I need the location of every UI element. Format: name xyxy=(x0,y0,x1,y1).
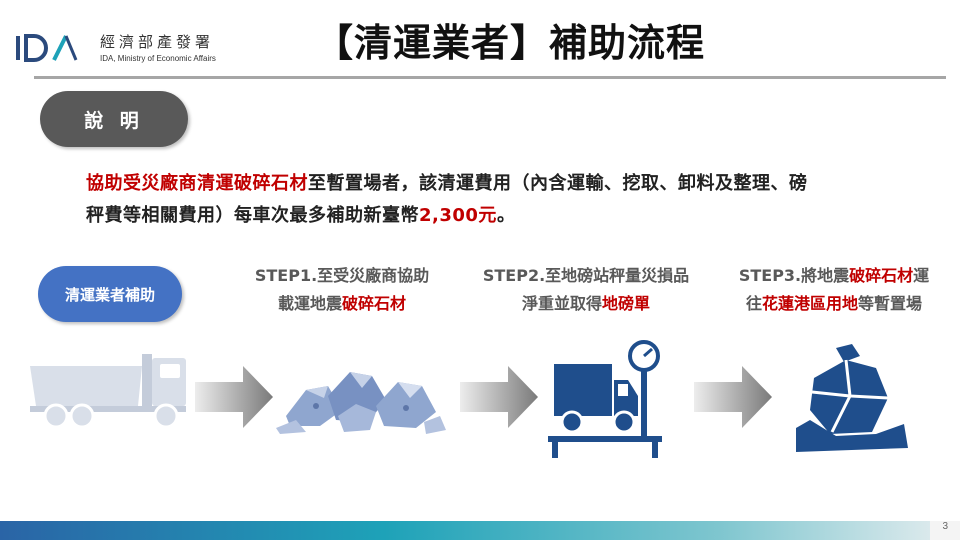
step-2-line2a: 淨重並取得 xyxy=(521,294,602,313)
step-3-text: STEP3.將地震破碎石材運 往花蓮港區用地等暫置場 xyxy=(714,262,954,318)
step-3-line1a: STEP3.將地震 xyxy=(738,266,850,285)
desc-highlight-1: 協助受災廠商清運破碎石材 xyxy=(86,173,308,194)
weigh-station-icon xyxy=(548,340,662,458)
step-1-line2a: 載運地震 xyxy=(277,294,342,313)
step-3-highlight-1: 破碎石材 xyxy=(849,266,914,285)
boulder-icon xyxy=(796,344,908,452)
step-1-highlight: 破碎石材 xyxy=(342,294,407,313)
step-1-text: STEP1.至受災廠商協助 載運地震破碎石材 xyxy=(222,262,462,318)
arrow-right-icon xyxy=(195,366,273,428)
desc-amount: 2,300元 xyxy=(419,205,497,226)
step-3-highlight-2: 花蓮港區用地 xyxy=(761,294,858,313)
arrow-right-icon-2 xyxy=(460,366,538,428)
bottom-bar-right xyxy=(930,521,960,540)
logo-name: 經濟部產發署 xyxy=(100,33,215,51)
rubble-icon xyxy=(276,372,446,434)
step-3-line1b: 運 xyxy=(913,266,930,285)
step-3-line2b: 等暫置場 xyxy=(858,294,923,313)
ida-logo-icon xyxy=(16,34,78,62)
page-number: 3 xyxy=(942,521,948,532)
arrow-right-icon-3 xyxy=(694,366,772,428)
dump-truck-icon xyxy=(30,354,186,428)
bottom-bar xyxy=(0,521,960,540)
desc-text-2: 秤費等相關費用）每車次最多補助新臺幣 xyxy=(86,205,419,226)
subsidy-label: 清運業者補助 xyxy=(38,266,182,322)
description: 協助受災廠商清運破碎石材至暫置場者，該清運費用（內含運輸、挖取、卸料及整理、磅 … xyxy=(86,168,936,232)
ida-logo: 經濟部產發署 IDA, Ministry of Economic Affairs xyxy=(14,28,234,68)
step-3-line2a: 往 xyxy=(745,294,762,313)
logo-english: IDA, Ministry of Economic Affairs xyxy=(100,54,216,63)
section-label: 說 明 xyxy=(40,91,188,147)
step-2-highlight: 地磅單 xyxy=(602,294,651,313)
step-2-line1: STEP2.至地磅站秤量災損品 xyxy=(482,266,690,285)
desc-text-1: 至暫置場者，該清運費用（內含運輸、挖取、卸料及整理、磅 xyxy=(308,173,808,194)
step-2-text: STEP2.至地磅站秤量災損品 淨重並取得地磅單 xyxy=(466,262,706,318)
desc-end: 。 xyxy=(496,205,516,226)
step-1-line1: STEP1.至受災廠商協助 xyxy=(254,266,430,285)
page-title: 【清運業者】補助流程 xyxy=(314,21,705,65)
title-divider xyxy=(34,76,946,79)
